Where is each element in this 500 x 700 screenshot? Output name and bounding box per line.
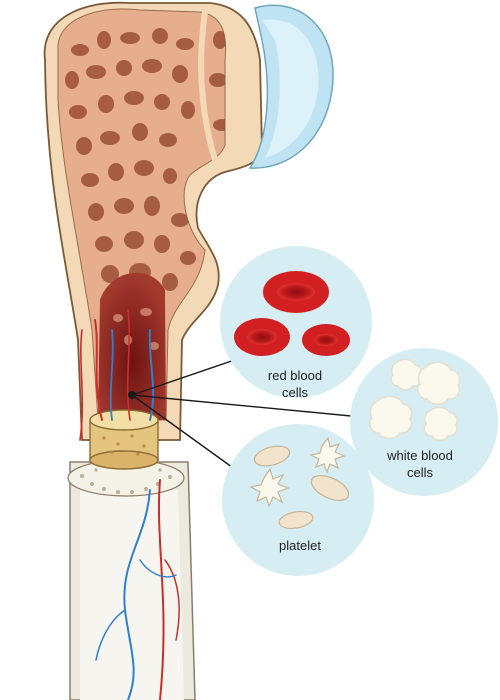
activated-platelet bbox=[249, 467, 290, 508]
platelet-label: platelet bbox=[260, 537, 340, 554]
red-blood-cell bbox=[263, 271, 329, 313]
red-blood-cell bbox=[234, 318, 290, 356]
white-blood-cell bbox=[390, 358, 422, 391]
white-blood-cells-label: white blood cells bbox=[370, 447, 470, 481]
white-blood-cell bbox=[423, 406, 458, 442]
platelet-label-text: platelet bbox=[279, 538, 321, 553]
blood-vessels bbox=[79, 309, 180, 700]
red-blood-cell bbox=[302, 324, 350, 356]
spongy-bone bbox=[57, 8, 227, 421]
red-blood-cells-label: red blood cells bbox=[255, 367, 335, 401]
platelet bbox=[253, 445, 291, 467]
platelet bbox=[278, 510, 314, 530]
white-blood-cells-circle bbox=[350, 348, 498, 496]
activated-platelet bbox=[309, 436, 346, 474]
red-blood-cells-circle bbox=[220, 246, 372, 398]
bone-shaft bbox=[67, 459, 196, 700]
red-blood-cells-label-line2: cells bbox=[281, 385, 308, 400]
marrow-plug bbox=[89, 409, 159, 470]
platelet-circle bbox=[222, 424, 374, 576]
white-blood-cells-label-line2: cells bbox=[406, 465, 433, 480]
platelet bbox=[310, 475, 350, 501]
callout-origin-dot bbox=[128, 391, 136, 399]
white-blood-cell bbox=[417, 361, 461, 405]
red-blood-cells-label-line1: red blood bbox=[267, 368, 323, 383]
white-blood-cells-label-line1: white blood bbox=[387, 448, 453, 463]
white-blood-cell bbox=[369, 395, 413, 439]
